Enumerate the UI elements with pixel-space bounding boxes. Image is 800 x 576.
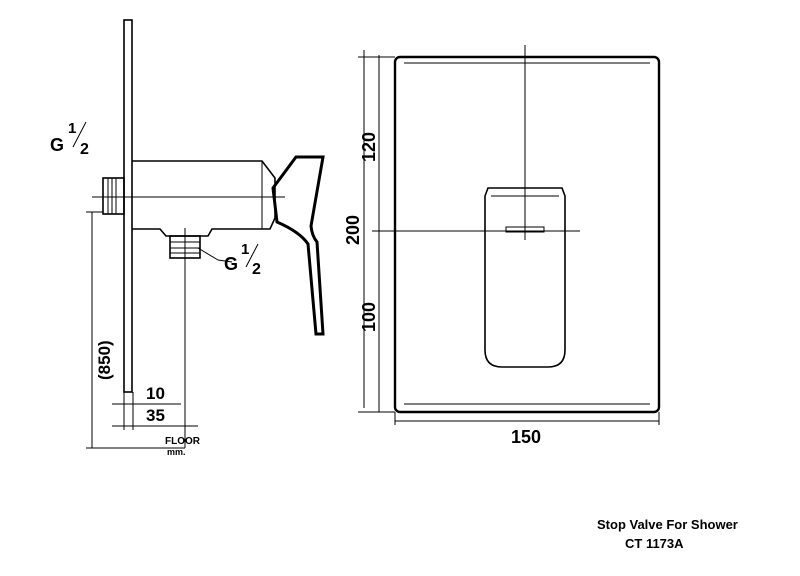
inlet-stub [102, 177, 125, 215]
dim-width [394, 412, 660, 425]
dim-total-label: 200 [343, 215, 363, 245]
unit-label: mm. [167, 447, 186, 457]
dim-lower-label: 100 [359, 302, 379, 332]
product-code: CT 1173A [625, 536, 684, 551]
thread-label-top-letter: G [50, 135, 64, 155]
thread-label-top-numerator: 1 [68, 120, 76, 137]
thread-label-top-denominator: 2 [80, 141, 89, 158]
product-name: Stop Valve For Shower [597, 517, 738, 532]
wall-plate [123, 19, 133, 393]
thread-leader-bottom [197, 247, 219, 261]
cover-plate-outer [393, 55, 661, 414]
side-view: G 1 2 G 1 2 (850) 10 35 FLOOR mm. [50, 19, 325, 457]
dim-850 [86, 211, 185, 449]
dim-10-35 [112, 392, 198, 430]
title-block: Stop Valve For Shower CT 1173A [597, 517, 738, 551]
dim-wall-10-label: 10 [146, 384, 165, 403]
dim-wall-35-label: 35 [146, 406, 165, 425]
front-view: 120 200 100 150 [343, 45, 661, 447]
dim-upper-label: 120 [359, 132, 379, 162]
lever-handle [271, 155, 325, 336]
thread-label-bottom-numerator: 1 [241, 241, 249, 258]
thread-label-bottom-letter: G [224, 254, 238, 274]
valve-body [132, 160, 276, 237]
dim-vertical-front [358, 50, 395, 413]
floor-label: FLOOR [165, 436, 201, 447]
thread-label-bottom-denominator: 2 [252, 261, 261, 278]
dim-width-label: 150 [511, 427, 541, 447]
dim-height-label: (850) [95, 340, 114, 380]
